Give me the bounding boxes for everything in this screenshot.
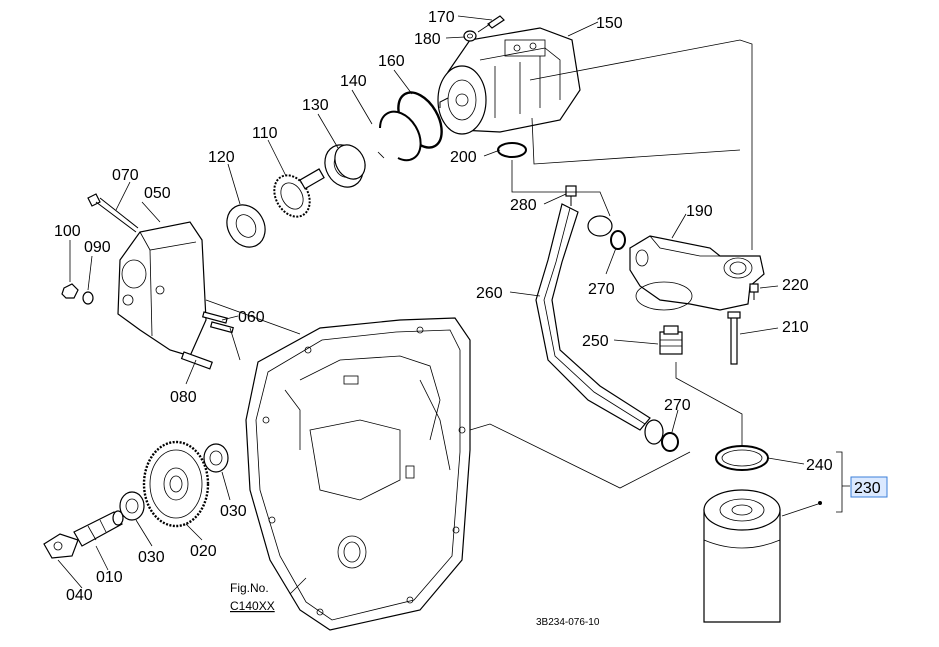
filter-dot [818, 501, 822, 505]
bolt-220[interactable] [749, 283, 759, 300]
oring-270-lower[interactable] [661, 432, 679, 452]
gear-110[interactable] [267, 168, 325, 223]
label-210[interactable]: 210 [782, 319, 809, 336]
oring-270-upper[interactable] [610, 230, 626, 250]
filter-230[interactable] [703, 489, 781, 623]
label-190[interactable]: 190 [686, 203, 713, 220]
label-280[interactable]: 280 [510, 197, 537, 214]
label-180[interactable]: 180 [414, 31, 441, 48]
label-140[interactable]: 140 [340, 73, 367, 90]
label-070[interactable]: 070 [112, 167, 139, 184]
hose-260[interactable] [535, 203, 651, 431]
filter-head-190[interactable] [629, 235, 765, 311]
bracket-050[interactable] [117, 221, 207, 357]
label-100[interactable]: 100 [54, 223, 81, 240]
bolt-070[interactable] [87, 193, 139, 233]
nut-100[interactable] [61, 283, 79, 299]
drawing-code: 3B234-076-10 [536, 617, 600, 628]
figure-ref-label: Fig.No. [230, 581, 269, 595]
label-240[interactable]: 240 [806, 457, 833, 474]
label-050[interactable]: 050 [144, 185, 171, 202]
part-labels: 170 180 150 160 140 130 110 120 200 070 … [54, 9, 888, 628]
label-230[interactable]: 230 [854, 480, 881, 497]
washer-180[interactable] [463, 30, 477, 42]
bearing-030-upper[interactable] [203, 443, 229, 473]
label-170[interactable]: 170 [428, 9, 455, 26]
bolt-280[interactable] [565, 185, 577, 206]
shaft-010[interactable] [73, 510, 124, 547]
gasket-240[interactable] [715, 445, 769, 471]
washer-090[interactable] [82, 291, 94, 305]
label-080[interactable]: 080 [170, 389, 197, 406]
label-230-highlight [850, 476, 888, 498]
hose-end [644, 419, 664, 445]
bearing-120[interactable] [219, 198, 272, 254]
leader-lines [57, 15, 850, 595]
label-150[interactable]: 150 [596, 15, 623, 32]
bolt-170[interactable] [477, 15, 505, 33]
label-250[interactable]: 250 [582, 333, 609, 350]
label-020[interactable]: 020 [190, 543, 217, 560]
label-160[interactable]: 160 [378, 53, 405, 70]
bolt-210[interactable] [727, 311, 741, 365]
oring-200[interactable] [497, 142, 527, 158]
label-010[interactable]: 010 [96, 569, 123, 586]
pins-060[interactable] [201, 311, 234, 334]
stud-080[interactable] [180, 351, 213, 370]
label-270-lower[interactable]: 270 [664, 397, 691, 414]
label-220[interactable]: 220 [782, 277, 809, 294]
bearing-030-lower[interactable] [119, 491, 145, 521]
pump-150[interactable] [437, 27, 581, 135]
label-270-upper[interactable]: 270 [588, 281, 615, 298]
label-090[interactable]: 090 [84, 239, 111, 256]
label-260[interactable]: 260 [476, 285, 503, 302]
label-040[interactable]: 040 [66, 587, 93, 604]
label-030-upper[interactable]: 030 [220, 503, 247, 520]
adapter-250[interactable] [659, 325, 683, 355]
transmission-case [245, 317, 471, 631]
label-030-lower[interactable]: 030 [138, 549, 165, 566]
snap-ring-140[interactable] [379, 110, 422, 162]
label-200[interactable]: 200 [450, 149, 477, 166]
figure-ref-number[interactable]: C140XX [230, 599, 275, 613]
label-130[interactable]: 130 [302, 97, 329, 114]
hose-flange [587, 215, 613, 237]
plate-040[interactable] [43, 533, 79, 559]
label-110[interactable]: 110 [252, 125, 278, 142]
label-060[interactable]: 060 [238, 309, 265, 326]
label-120[interactable]: 120 [208, 149, 235, 166]
bearing-130[interactable] [317, 138, 371, 194]
gear-020[interactable] [142, 440, 210, 528]
